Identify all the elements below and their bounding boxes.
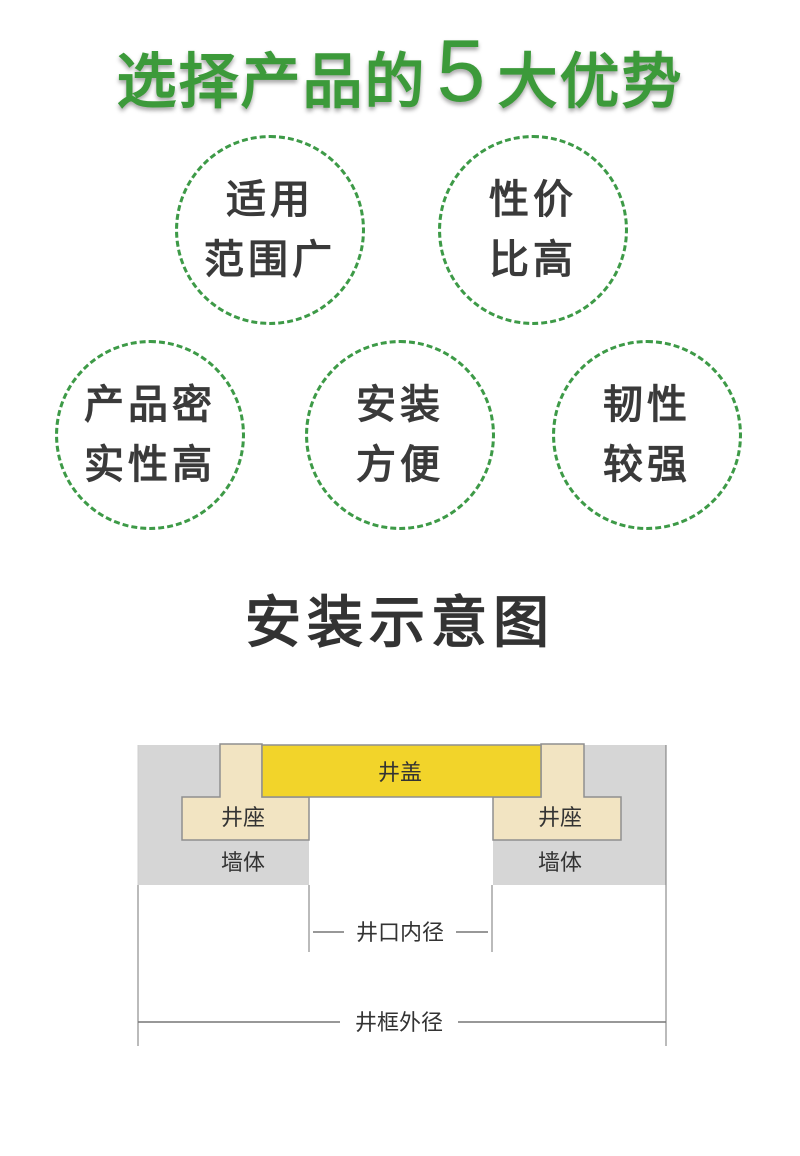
- advantage-line: 韧性: [603, 382, 691, 428]
- advantage-line: 实性高: [84, 442, 216, 488]
- wall-left: [138, 745, 309, 885]
- inner-diameter-label: 井口内径: [356, 921, 444, 946]
- advantage-line: 性价: [489, 177, 577, 223]
- well-seat-right: [492, 743, 622, 841]
- cover-label: 井盖: [378, 761, 422, 786]
- advantage-circle-wide-range: 适用 范围广: [175, 135, 365, 325]
- advantage-line: 适用: [226, 177, 314, 223]
- title-prefix: 选择产品的: [116, 47, 427, 118]
- title-number: 5: [436, 21, 488, 120]
- advantage-circle-easy-install: 安装 方便: [305, 340, 495, 530]
- advantage-line: 产品密: [84, 382, 216, 428]
- well-seat-left: [181, 743, 310, 841]
- advantage-line: 比高: [489, 237, 577, 283]
- advantage-circle-cost-performance: 性价 比高: [438, 135, 628, 325]
- wall-label-left: 墙体: [221, 851, 265, 876]
- outer-diameter-label: 井框外径: [355, 1011, 443, 1036]
- advantage-line: 方便: [356, 442, 444, 488]
- wall-right: [493, 745, 666, 885]
- advantage-circle-toughness: 韧性 较强: [552, 340, 742, 530]
- advantage-circle-high-density: 产品密 实性高: [55, 340, 245, 530]
- seat-label-right: 井座: [538, 806, 582, 831]
- well-cover: [261, 744, 542, 798]
- installation-diagram-title: 安装示意图: [245, 591, 555, 656]
- advantage-line: 安装: [356, 382, 444, 428]
- wall-label-right: 墙体: [538, 851, 582, 876]
- advantage-line: 较强: [603, 442, 691, 488]
- advantage-line: 范围广: [204, 237, 336, 283]
- title-suffix: 大优势: [497, 47, 684, 118]
- seat-label-left: 井座: [221, 806, 265, 831]
